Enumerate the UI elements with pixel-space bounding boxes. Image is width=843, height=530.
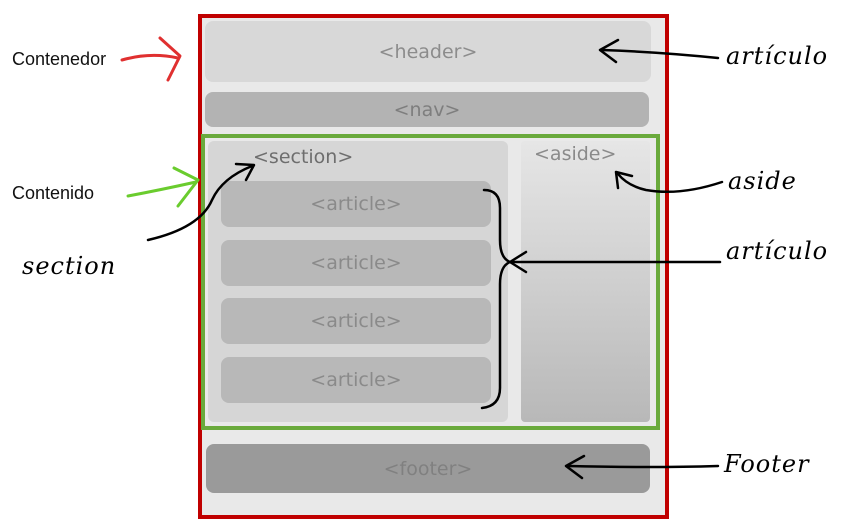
article-box: <article> [221,240,491,286]
contenedor-arrow [120,53,180,62]
aside-box [521,141,650,422]
articulo-articles-arrowhead [508,250,528,274]
aside-arrow [616,172,724,194]
contenido-arrowhead [172,166,200,208]
footer-handwritten-label: Footer [724,450,810,478]
section-handwritten-label: section [22,252,117,280]
contenido-frame [201,134,660,430]
article-box: <article> [221,181,491,227]
contenedor-label: Contenedor [12,49,107,69]
articulo-top-handwritten-label: artículo [726,42,829,70]
aside-handwritten-label: aside [728,167,797,195]
aside-arrowhead [614,170,634,190]
articulo-mid-handwritten-label: artículo [726,237,829,265]
section-box-label: <section> [253,146,354,168]
footer-arrow [566,464,720,469]
contenido-arrow [126,180,198,198]
articulo-header-arrow [600,48,720,60]
header-box: <header> [205,21,651,82]
section-arrow [146,164,254,242]
footer-box: <footer> [206,444,650,493]
articulo-header-arrowhead [598,38,620,64]
section-arrowhead [234,162,256,182]
contenido-label: Contenido [12,183,95,203]
aside-box-label: <aside> [534,143,617,165]
article-box: <article> [221,298,491,344]
contenedor-arrowhead [158,36,182,82]
article-box: <article> [221,357,491,403]
footer-arrowhead [564,454,586,480]
nav-box: <nav> [205,92,649,127]
articles-bracket [480,188,512,410]
